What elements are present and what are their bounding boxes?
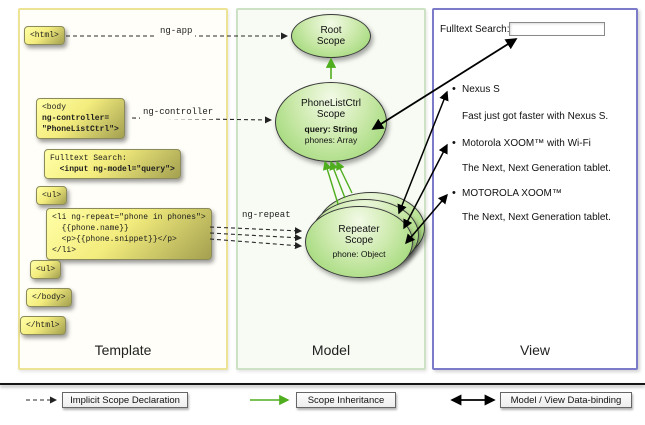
code-line: ng-controller=	[42, 114, 110, 123]
view-item-snippet: The Next, Next Generation tablet.	[462, 212, 611, 223]
legend-scope-inheritance: Scope Inheritance	[296, 392, 396, 408]
code-box-ul-open: <ul>	[36, 186, 68, 205]
fulltext-search-label: Fulltext Search:	[440, 24, 510, 35]
scope-prop-phones: phones: Array	[304, 135, 358, 145]
view-item-title: Motorola XOOM™ with Wi-Fi	[452, 137, 591, 149]
code-box-ul-second: <ul>	[30, 260, 62, 279]
code-line: Fulltext Search:	[50, 154, 127, 163]
root-scope-title: Root Scope	[316, 25, 346, 47]
code-line: <html>	[30, 31, 59, 40]
code-line: <ul>	[42, 191, 62, 200]
phonelistctrl-scope-ellipse: PhoneListCtrl Scope query: String phones…	[275, 82, 387, 162]
code-line: <body	[42, 103, 67, 112]
repeater-scope-ellipse: Repeater Scope phone: Object	[305, 206, 413, 278]
phonelistctrl-scope-title: PhoneListCtrl Scope	[300, 98, 362, 120]
code-line: </body>	[32, 293, 66, 302]
code-line: </li>	[52, 246, 77, 255]
repeater-scope-title: Repeater Scope	[338, 224, 380, 246]
code-box-html-open: <html>	[24, 26, 65, 45]
code-box-li-repeat: <li ng-repeat="phone in phones"> {{phone…	[46, 208, 212, 260]
model-panel	[236, 8, 426, 370]
code-box-html-close: </html>	[20, 316, 66, 335]
ng-repeat-label: ng-repeat	[239, 210, 294, 222]
code-line: <input ng-model="query">	[50, 165, 175, 174]
model-column-label: Model	[311, 342, 351, 358]
view-item-title: Nexus S	[452, 83, 500, 95]
view-column-label: View	[519, 342, 551, 358]
legend-model-view-data-binding: Model / View Data-binding	[500, 392, 632, 408]
scope-prop-phone: phone: Object	[332, 249, 386, 259]
code-box-body-open: <body ng-controller= "PhoneListCtrl">	[36, 98, 125, 139]
view-item-snippet: The Next, Next Generation tablet.	[462, 163, 611, 174]
template-column-label: Template	[94, 342, 152, 358]
legend-implicit-scope-declaration: Implicit Scope Declaration	[62, 392, 188, 408]
code-box-fulltext-search: Fulltext Search: <input ng-model="query"…	[44, 149, 181, 179]
code-line: <li ng-repeat="phone in phones">	[52, 213, 206, 222]
code-line: </html>	[26, 321, 60, 330]
code-line: <ul>	[36, 265, 56, 274]
code-line: {{phone.name}}	[52, 224, 129, 233]
code-box-body-close: </body>	[26, 288, 72, 307]
ng-app-label: ng-app	[157, 26, 196, 38]
fulltext-search-input[interactable]	[509, 22, 605, 36]
view-item-snippet: Fast just got faster with Nexus S.	[462, 111, 609, 122]
root-scope-ellipse: Root Scope	[291, 14, 371, 58]
code-line: <p>{{phone.snippet}}</p>	[52, 235, 177, 244]
scope-prop-query: query: String	[304, 124, 358, 134]
view-item-title: MOTOROLA XOOM™	[452, 187, 562, 199]
legend-separator	[0, 383, 645, 385]
code-line: "PhoneListCtrl">	[42, 125, 119, 134]
ng-controller-label: ng-controller	[140, 107, 217, 119]
